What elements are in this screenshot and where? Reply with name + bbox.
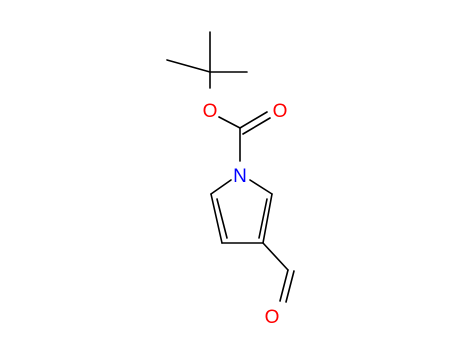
bond-ester-o-to-carbonyl — [218, 116, 241, 129]
bond-c2-c3-single — [262, 193, 273, 244]
atom-labels: O O N O — [203, 101, 288, 328]
bond-carbonyl-double-b — [242, 117, 271, 135]
bond-n-to-c2 — [249, 179, 273, 195]
ring-nitrogen-label: N — [233, 166, 247, 187]
bond-cho-double-a — [279, 269, 289, 302]
bond-tbu-left — [166, 59, 211, 73]
carbonyl-oxygen-label: O — [273, 101, 288, 122]
bond-cho-double-b — [285, 270, 295, 303]
bond-carbonyl-double-a — [239, 111, 268, 129]
bonds — [166, 31, 295, 303]
bond-c4-c5-inner — [216, 198, 228, 239]
aldehyde-oxygen-label: O — [265, 307, 280, 328]
ester-oxygen-label: O — [203, 101, 218, 122]
bond-n-to-c5 — [210, 179, 232, 195]
bond-c3-to-cho — [262, 242, 289, 271]
bond-c2-c3-inner — [258, 198, 268, 239]
bond-c4-c5-single — [210, 193, 223, 244]
